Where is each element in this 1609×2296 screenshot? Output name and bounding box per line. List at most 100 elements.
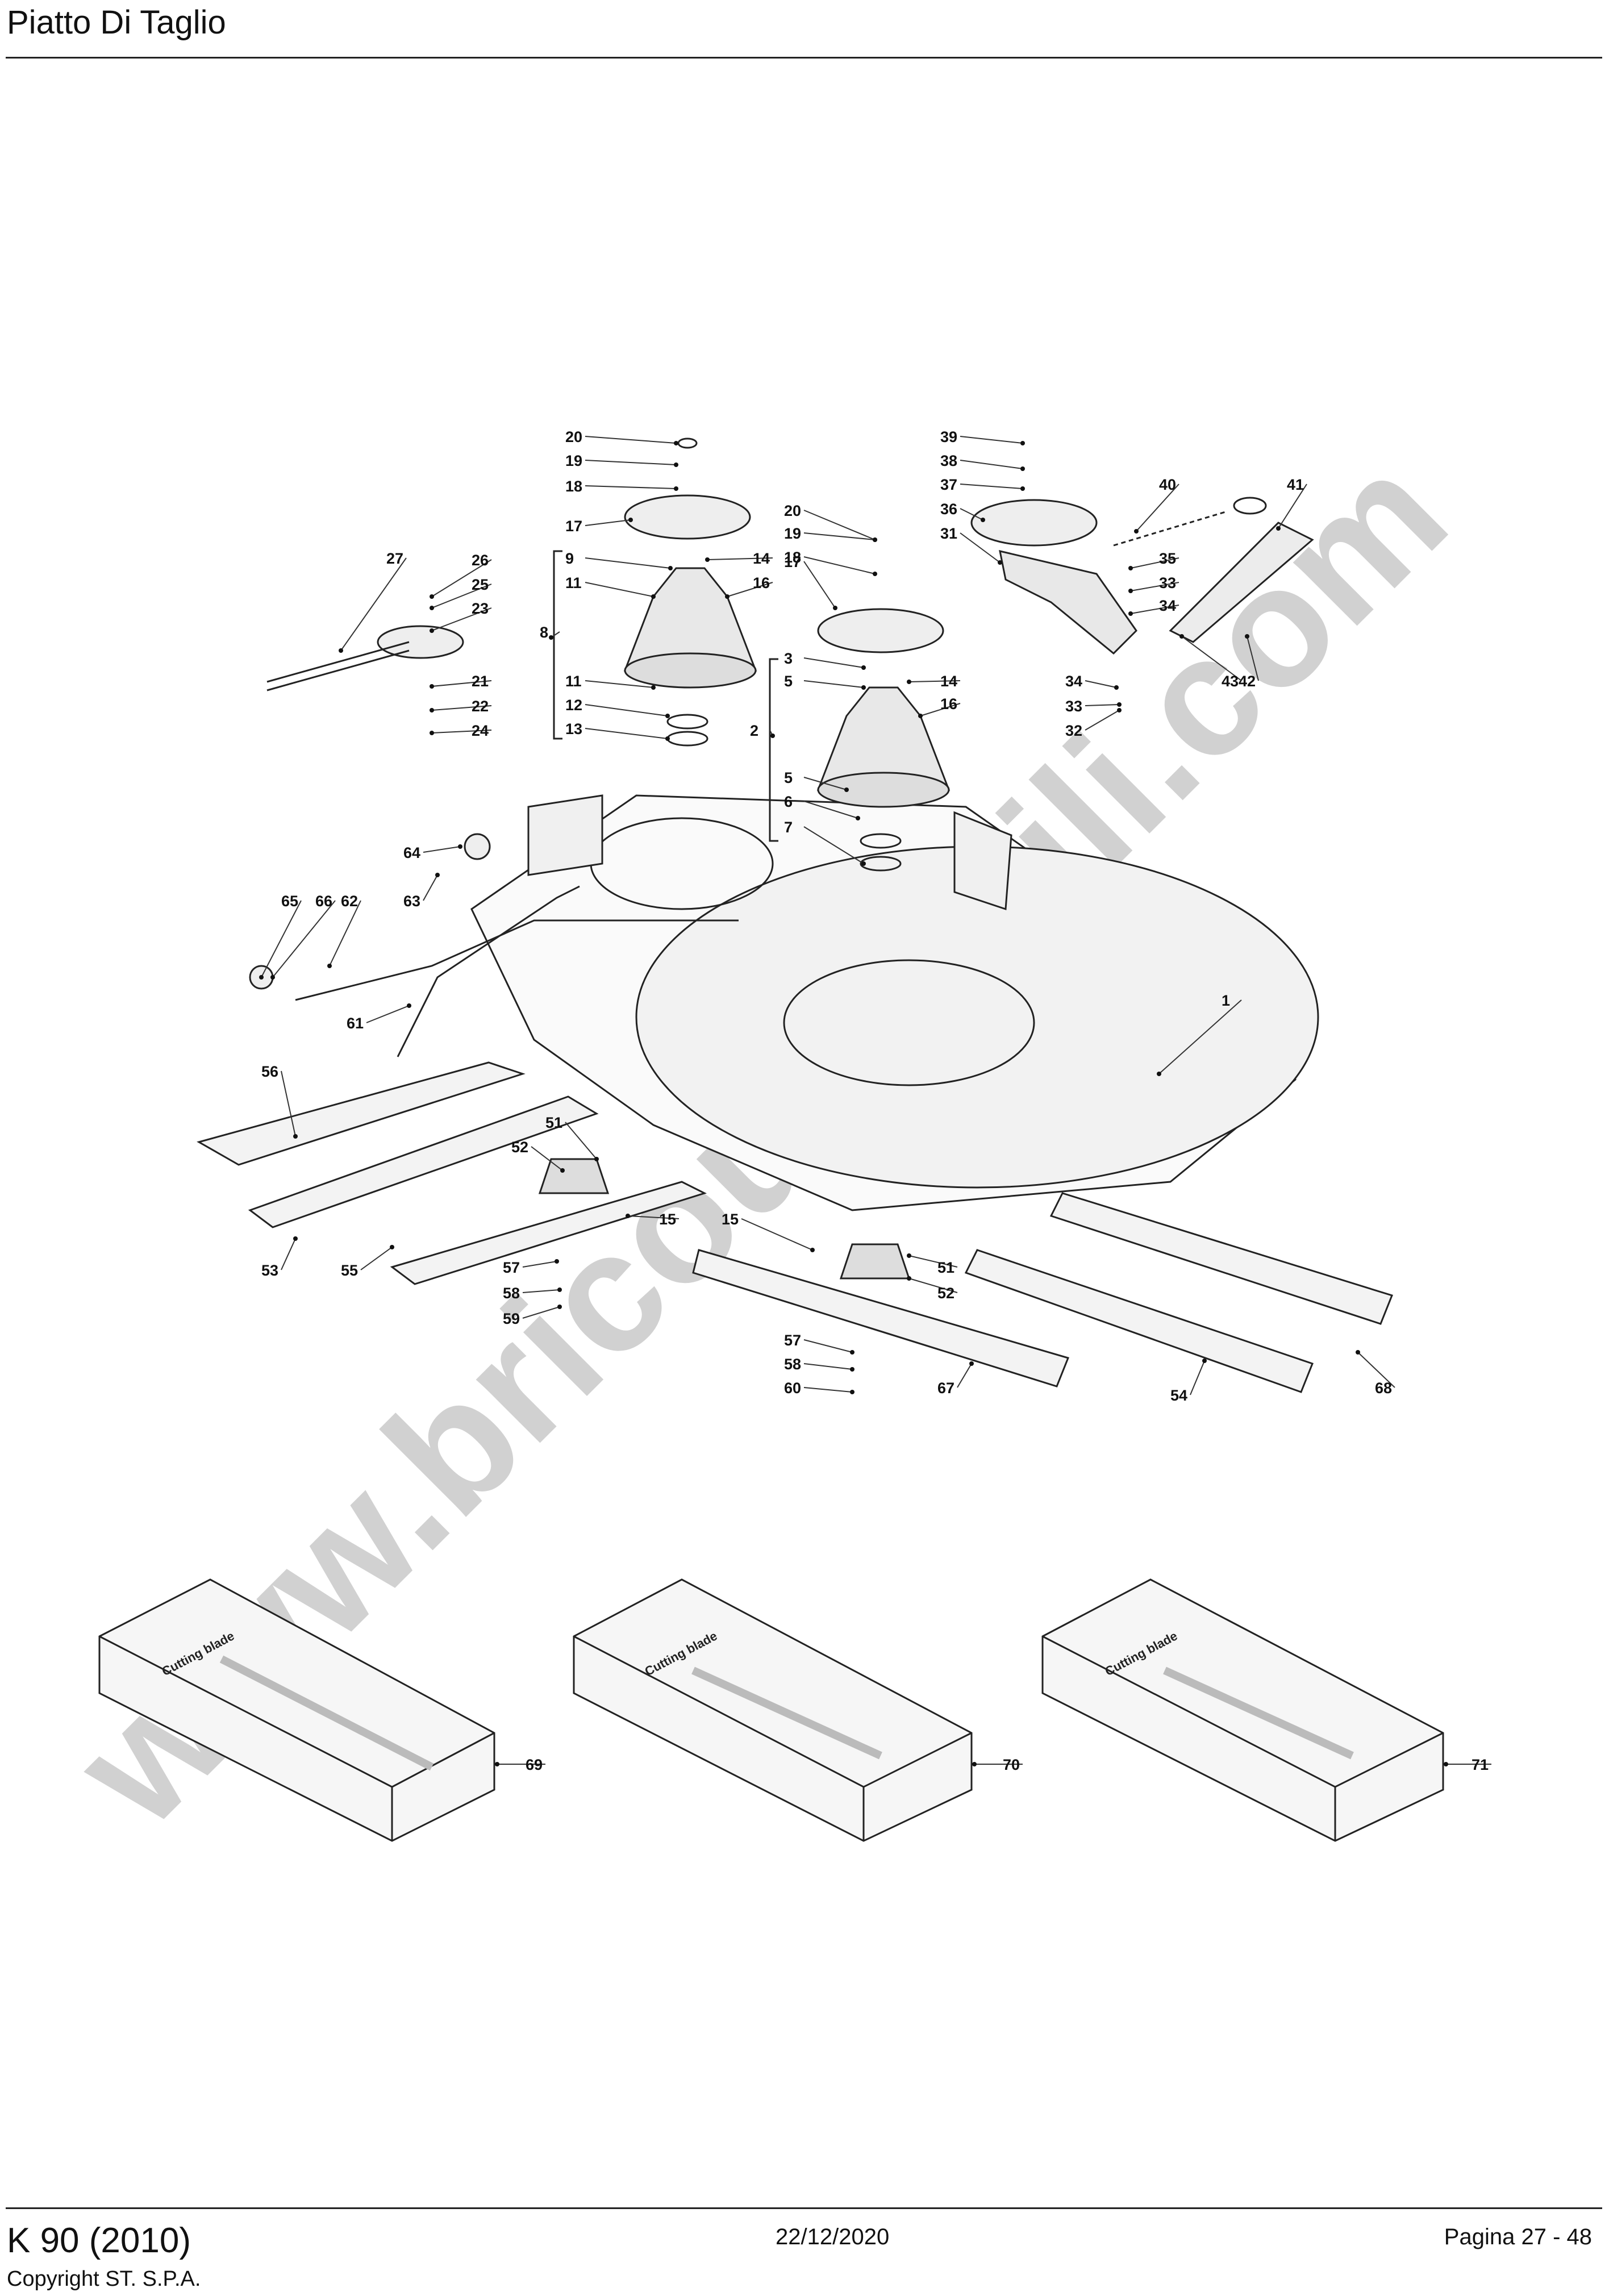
- callout-number: 71: [1472, 1756, 1489, 1773]
- leader-line: [360, 1247, 393, 1270]
- leader-line: [565, 1122, 597, 1160]
- callout-number: 1: [1222, 992, 1230, 1009]
- callout-number: 59: [503, 1310, 520, 1327]
- callout-number: 18: [784, 549, 801, 566]
- leader-line: [803, 561, 836, 609]
- callout-number: 39: [940, 428, 957, 445]
- callout-number: 38: [940, 452, 957, 469]
- leader-line: [340, 557, 407, 651]
- leader-line: [585, 519, 631, 526]
- leader-line: [1130, 557, 1179, 569]
- leader-line: [803, 657, 864, 668]
- callout-number: 33: [1065, 698, 1082, 715]
- blade-55: [390, 1181, 707, 1285]
- leader-dot: [435, 873, 440, 877]
- leader-line: [585, 436, 677, 444]
- leader-dot: [430, 684, 434, 689]
- leader-line: [960, 436, 1023, 444]
- leader-line: [960, 508, 983, 520]
- rod-61: [397, 885, 580, 1057]
- leader-line: [1085, 704, 1120, 706]
- leader-line: [522, 1306, 560, 1319]
- callout-number: 5: [784, 769, 793, 786]
- callout-number: 34: [1065, 673, 1082, 690]
- callout-number: 6: [784, 793, 793, 810]
- leader-dot: [651, 594, 656, 599]
- callout-number: 51: [937, 1259, 954, 1276]
- callout-number: 16: [753, 574, 770, 591]
- callout-number: 66: [315, 893, 332, 910]
- blade-67: [692, 1249, 1070, 1387]
- leader-dot: [1114, 685, 1119, 690]
- leader-dot: [626, 1214, 630, 1218]
- blade-54: [964, 1249, 1314, 1393]
- callout-number: 16: [940, 695, 957, 712]
- callout-number: 54: [1170, 1387, 1187, 1404]
- blade-pack-71: [1041, 1578, 1444, 1842]
- leader-dot: [390, 1245, 394, 1249]
- leader-line: [431, 730, 492, 734]
- callout-number: 11: [565, 574, 582, 591]
- callout-number: 52: [511, 1139, 528, 1156]
- pulley-23: [377, 625, 464, 659]
- callout-number: 67: [937, 1380, 954, 1397]
- callout-number: 43: [1222, 673, 1239, 690]
- leader-line: [585, 728, 668, 739]
- callout-number: 31: [940, 525, 957, 542]
- leader-dot: [327, 964, 332, 968]
- copyright: Copyright ST. S.P.A.: [7, 2267, 201, 2291]
- leader-dot: [998, 560, 1002, 565]
- leader-dot: [981, 518, 985, 522]
- callout-number: 27: [386, 550, 403, 567]
- leader-dot: [665, 714, 670, 718]
- leader-line: [803, 532, 876, 540]
- leader-dot: [705, 557, 710, 562]
- leader-line: [1130, 605, 1179, 614]
- leader-dot: [1179, 634, 1184, 639]
- leader-dot: [293, 1134, 298, 1139]
- leader-line: [920, 703, 961, 716]
- callout-number: 13: [565, 720, 582, 737]
- leader-dot: [557, 1305, 562, 1309]
- leader-dot: [1117, 702, 1122, 707]
- callout-number: 64: [403, 844, 420, 861]
- leader-line: [585, 460, 677, 465]
- callout-number: 20: [565, 428, 582, 445]
- leader-line: [803, 680, 864, 688]
- leader-line: [531, 1146, 563, 1171]
- belt-27: [266, 641, 410, 683]
- pulley-center: [817, 608, 944, 653]
- callout-number: 23: [472, 600, 489, 617]
- leader-line: [585, 680, 654, 688]
- leader-dot: [259, 975, 264, 980]
- callout-number: 8: [540, 624, 548, 641]
- leader-dot: [594, 1157, 599, 1161]
- leader-line: [329, 900, 361, 966]
- leader-dot: [339, 648, 343, 653]
- callout-number: 68: [1375, 1380, 1392, 1397]
- print-date: 22/12/2020: [776, 2224, 890, 2249]
- callout-number: 2: [750, 722, 758, 739]
- callout-number: 34: [1159, 597, 1176, 614]
- callout-number: 9: [565, 550, 574, 567]
- callout-number: 32: [1065, 722, 1082, 739]
- leader-dot: [1444, 1762, 1448, 1766]
- callout-number: 22: [472, 698, 489, 715]
- callout-number: 61: [347, 1015, 364, 1032]
- leader-line: [957, 1363, 972, 1388]
- leader-dot: [495, 1762, 499, 1766]
- callout-number: 69: [526, 1756, 543, 1773]
- leader-line: [281, 1238, 296, 1270]
- blade-hub-52-right: [839, 1243, 911, 1280]
- leader-line: [261, 900, 302, 978]
- leader-dot: [861, 685, 866, 690]
- callout-number: 41: [1287, 476, 1304, 493]
- callout-number: 14: [940, 673, 957, 690]
- leader-dot: [1117, 708, 1122, 712]
- leader-line: [803, 1387, 853, 1393]
- footer-rule: [6, 2207, 1602, 2209]
- deck-right-hub: [783, 959, 1035, 1086]
- leader-dot: [1128, 611, 1133, 616]
- leader-dot: [557, 1287, 562, 1292]
